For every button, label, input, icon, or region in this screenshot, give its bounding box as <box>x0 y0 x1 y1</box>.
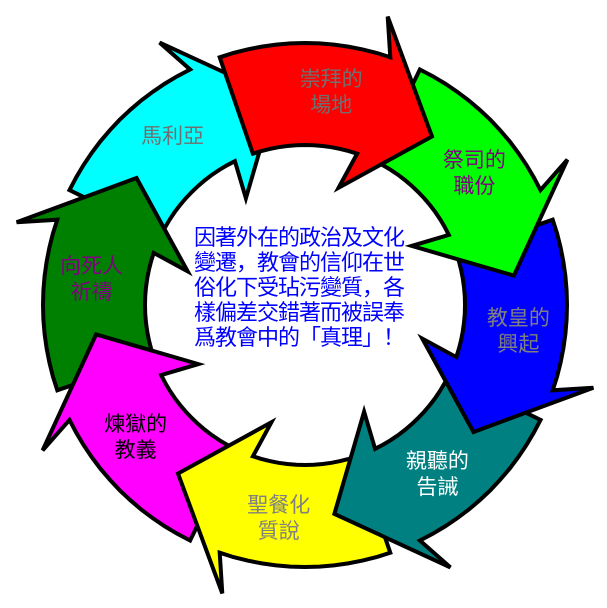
cycle-label-line: 場地 <box>310 92 353 117</box>
cycle-label-line: 馬利亞 <box>141 123 205 148</box>
cycle-arrow <box>175 417 393 595</box>
center-line: 樣偏差交錯著而被誤奉 <box>194 301 405 326</box>
cycle-label: 祭司的職份 <box>443 147 506 199</box>
cycle-arrow <box>417 217 595 435</box>
cycle-label-line: 告誡 <box>416 475 459 500</box>
center-line: 因著外在的政治及文化 <box>194 226 405 251</box>
cycle-label: 聖餐化質說 <box>247 492 310 544</box>
cycle-arrow <box>217 15 435 193</box>
cycle-label: 煉獄的教義 <box>104 411 167 463</box>
cycle-label-line: 教皇的 <box>486 306 550 331</box>
cycle-label-line: 向死人 <box>60 253 124 278</box>
cycle-label: 崇拜的場地 <box>300 66 363 118</box>
cycle-label-line: 職份 <box>453 173 496 198</box>
cycle-label: 馬利亞 <box>141 123 204 149</box>
center-line: 俗化下受玷污變質，各 <box>194 276 405 301</box>
cycle-label-line: 興起 <box>497 332 540 357</box>
cycle-label-line: 聖餐化 <box>247 493 311 518</box>
cycle-label-line: 質說 <box>257 519 300 544</box>
cycle-label: 向死人祈禱 <box>60 253 123 305</box>
cycle-arrow <box>15 175 193 393</box>
center-text: 因著外在的政治及文化 變遷，教會的信仰在世 俗化下受玷污變質，各 樣偏差交錯著而… <box>194 226 444 351</box>
cycle-label-line: 教義 <box>114 438 157 463</box>
center-line: 爲教會中的「真理」！ <box>194 326 405 351</box>
cycle-label-line: 崇拜的 <box>299 66 363 91</box>
center-line: 變遷，教會的信仰在世 <box>194 251 405 276</box>
cycle-label-line: 煉獄的 <box>104 412 168 437</box>
cycle-label-line: 祈禱 <box>70 279 113 304</box>
cycle-label: 親聽的告誡 <box>406 448 469 500</box>
cycle-label: 教皇的興起 <box>487 305 550 357</box>
cycle-label-line: 祭司的 <box>442 147 506 172</box>
cycle-label-line: 親聽的 <box>405 449 469 474</box>
